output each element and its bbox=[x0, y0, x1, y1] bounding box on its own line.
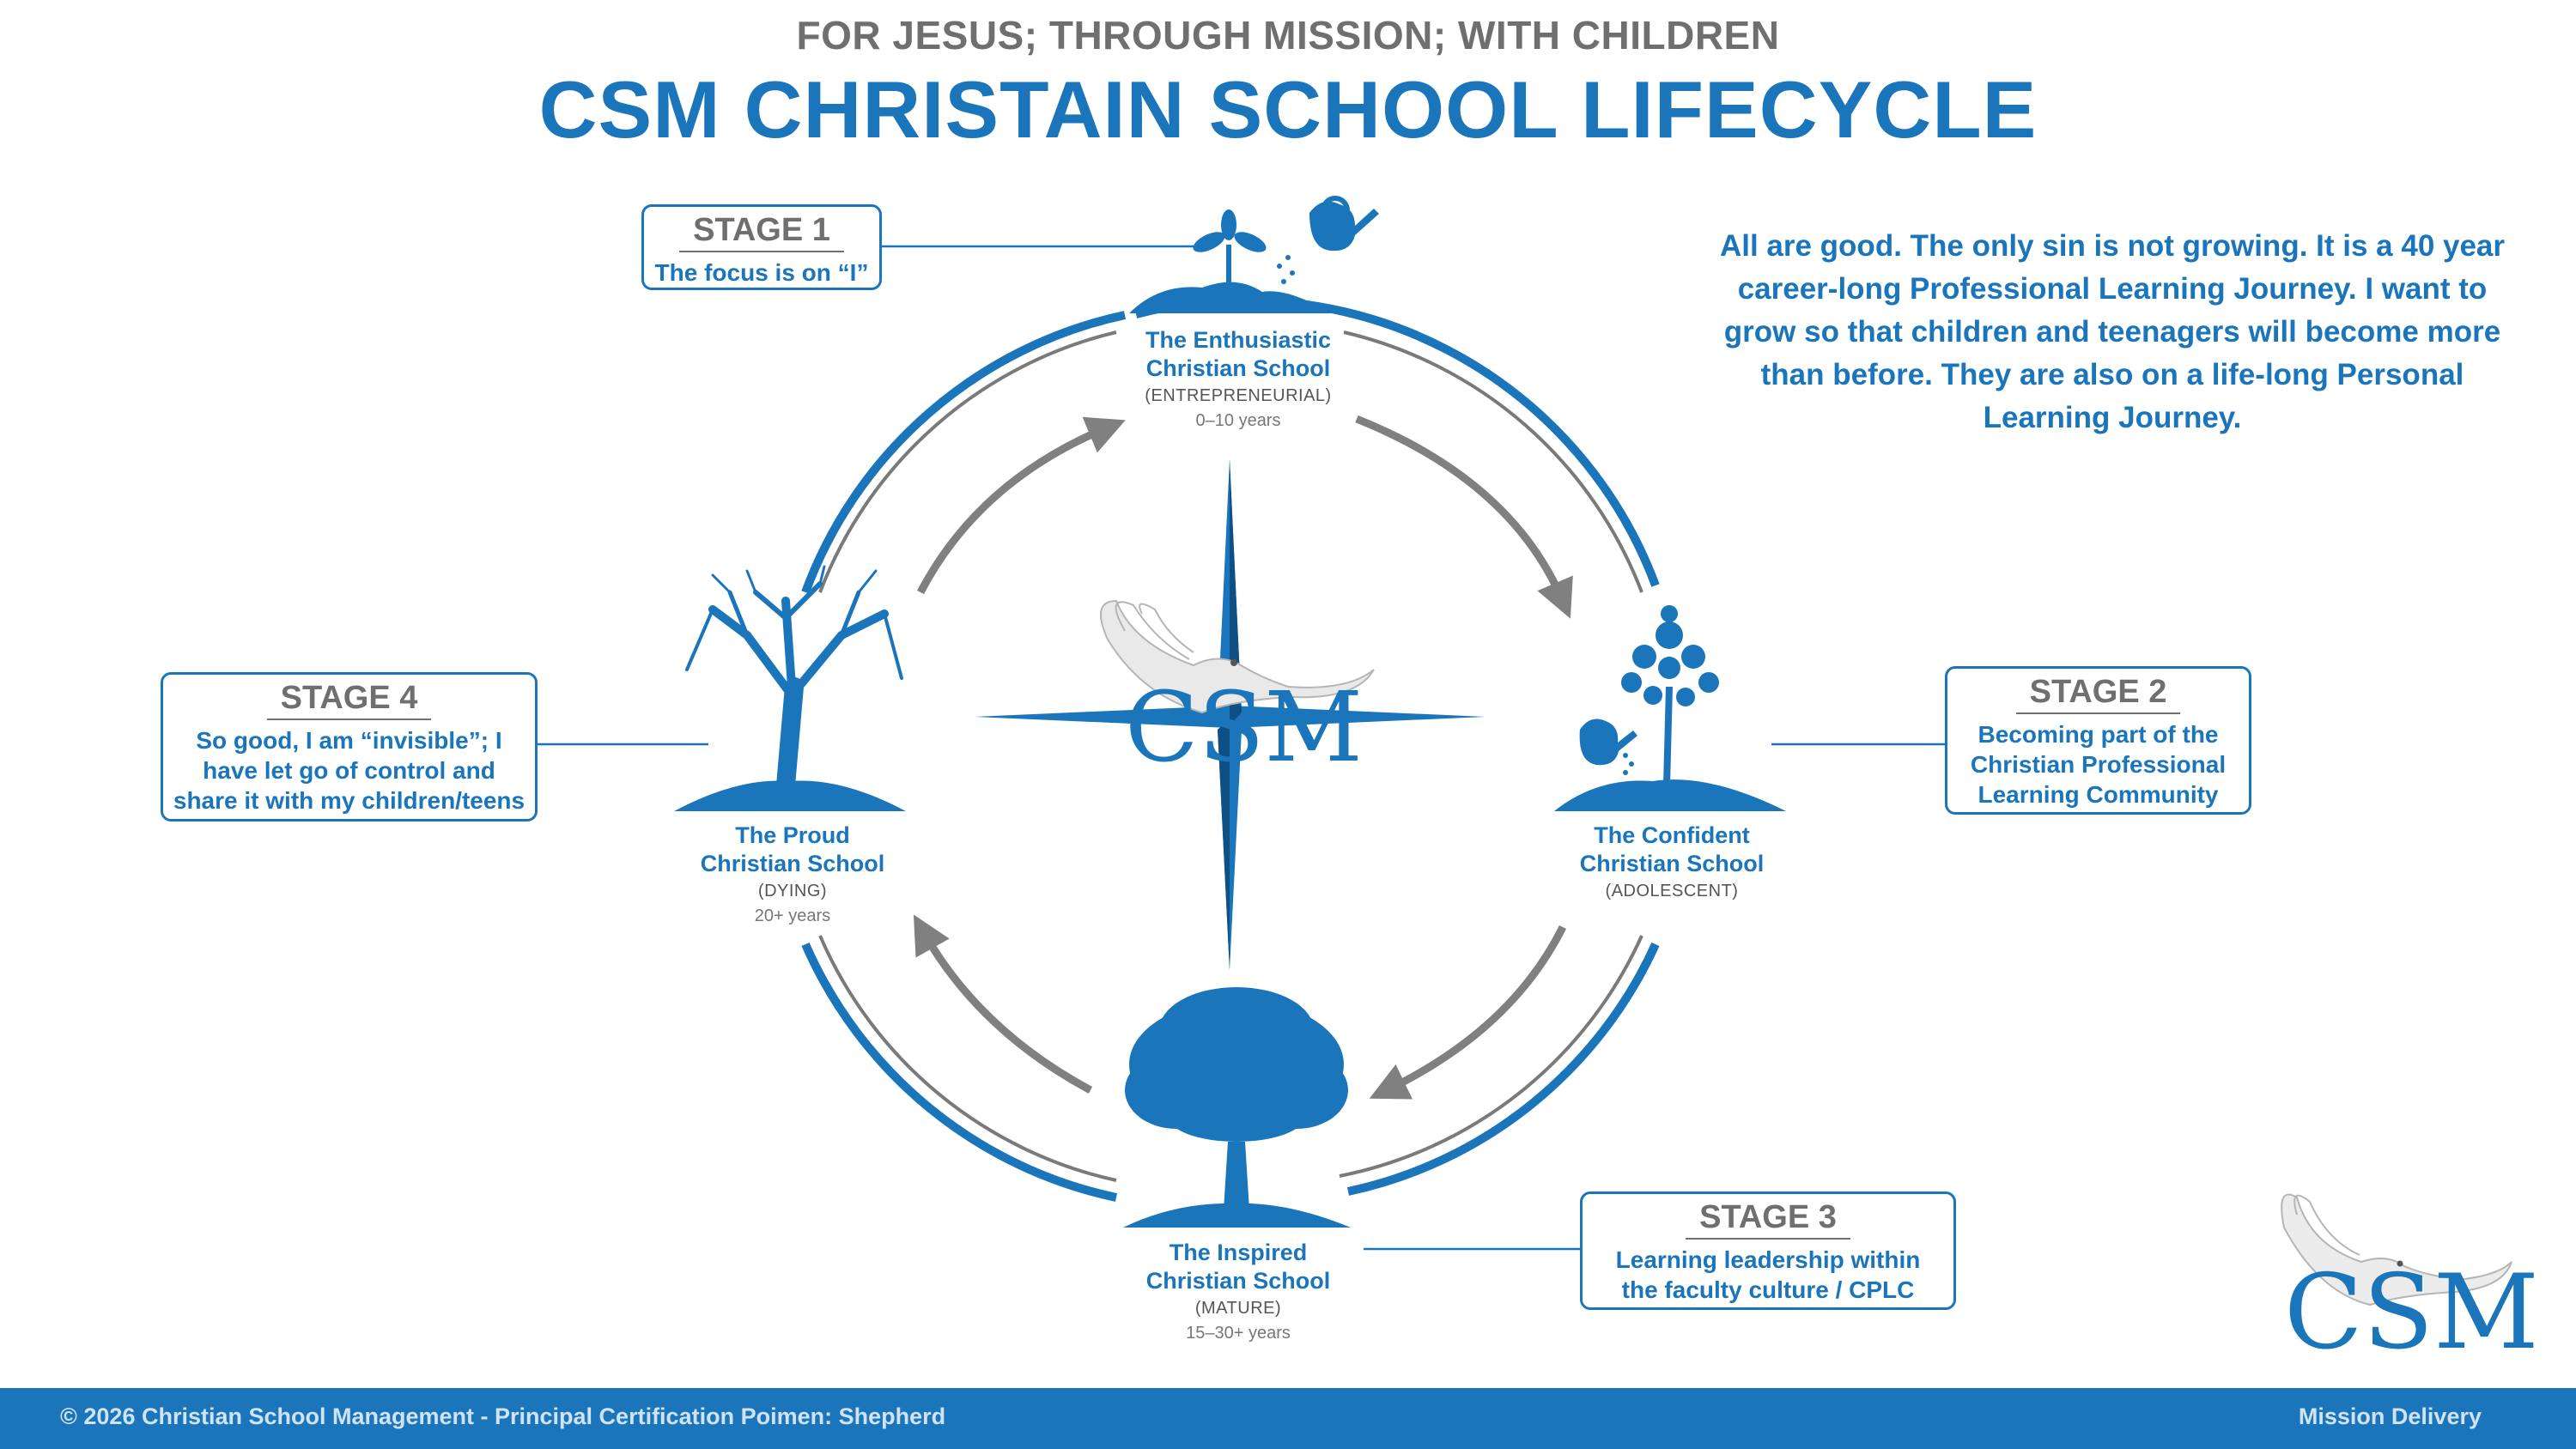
node-name-line1: The Confident bbox=[1594, 822, 1750, 848]
stage-1-box: STAGE 1 The focus is on “I” bbox=[641, 204, 882, 290]
node-name-line2: Christian School bbox=[1145, 355, 1331, 381]
supertitle: FOR JESUS; THROUGH MISSION; WITH CHILDRE… bbox=[796, 13, 1780, 58]
arrow-stage1-to-stage2 bbox=[1355, 415, 1573, 619]
stage-3-box: STAGE 3 Learning leadership within the f… bbox=[1580, 1191, 1956, 1310]
arrow-stage4-to-stage1 bbox=[917, 416, 1126, 595]
full-oak-tree-icon bbox=[1123, 987, 1351, 1228]
corner-logo-text: CSM bbox=[2284, 1253, 2539, 1373]
page-title: CSM CHRISTAIN SCHOOL LIFECYCLE bbox=[538, 64, 2038, 155]
node-years: 15–30+ years bbox=[1186, 1324, 1291, 1343]
node-name-line1: The Enthusiastic bbox=[1145, 327, 1332, 353]
corner-dove-icon bbox=[2281, 1193, 2512, 1307]
node-name-line1: The Inspired bbox=[1169, 1240, 1308, 1265]
young-tree-watering-can-icon bbox=[1554, 605, 1786, 811]
node-name-line1: The Proud bbox=[735, 822, 850, 848]
stage-4-title: STAGE 4 bbox=[266, 680, 432, 720]
stage-1-title: STAGE 1 bbox=[679, 212, 844, 252]
center-logo-text: CSM bbox=[1125, 672, 1364, 784]
node-name-line2: Christian School bbox=[700, 851, 885, 876]
node-years: 20+ years bbox=[754, 906, 831, 925]
growth-quote: All are good. The only sin is not growin… bbox=[1719, 229, 2506, 434]
node-proud: The Proud Christian School (DYING) 20+ y… bbox=[664, 822, 921, 926]
node-type: (ENTREPRENEURIAL) bbox=[1145, 386, 1332, 405]
node-enthusiastic: The Enthusiastic Christian School (ENTRE… bbox=[1109, 326, 1367, 431]
node-name-line2: Christian School bbox=[1145, 1268, 1331, 1294]
footer-right-label: Mission Delivery bbox=[2298, 1404, 2482, 1429]
stage-1-text: The focus is on “I” bbox=[654, 259, 869, 286]
stage-2-title: STAGE 2 bbox=[2015, 674, 2181, 714]
stage-4-text: So good, I am “invisible”; I have let go… bbox=[173, 727, 526, 814]
sprout-watering-can-icon bbox=[1129, 196, 1379, 313]
stage-2-box: STAGE 2 Becoming part of the Christian P… bbox=[1945, 666, 2251, 815]
arrow-stage3-to-stage4 bbox=[913, 914, 1093, 1094]
node-confident: The Confident Christian School (ADOLESCE… bbox=[1543, 822, 1801, 901]
connector-lines bbox=[537, 245, 1945, 1251]
node-type: (DYING) bbox=[757, 882, 828, 900]
footer-copyright: © 2026 Christian School Management - Pri… bbox=[60, 1404, 946, 1429]
arrow-stage2-to-stage3 bbox=[1369, 925, 1567, 1100]
stage-2-text: Becoming part of the Christian Professio… bbox=[1970, 721, 2227, 808]
node-years: 0–10 years bbox=[1195, 411, 1281, 430]
node-type: (ADOLESCENT) bbox=[1605, 882, 1739, 900]
bare-tree-icon bbox=[674, 565, 906, 811]
footer-bar bbox=[0, 1388, 2576, 1449]
node-inspired: The Inspired Christian School (MATURE) 1… bbox=[1109, 1239, 1367, 1343]
stage-4-box: STAGE 4 So good, I am “invisible”; I hav… bbox=[161, 672, 538, 822]
node-name-line2: Christian School bbox=[1579, 851, 1765, 876]
stage-3-title: STAGE 3 bbox=[1686, 1199, 1850, 1240]
stage-3-text: Learning leadership within the faculty c… bbox=[1615, 1246, 1921, 1303]
center-dove-icon bbox=[1100, 599, 1375, 714]
flow-arrows bbox=[913, 415, 1573, 1100]
node-type: (MATURE) bbox=[1194, 1299, 1282, 1318]
